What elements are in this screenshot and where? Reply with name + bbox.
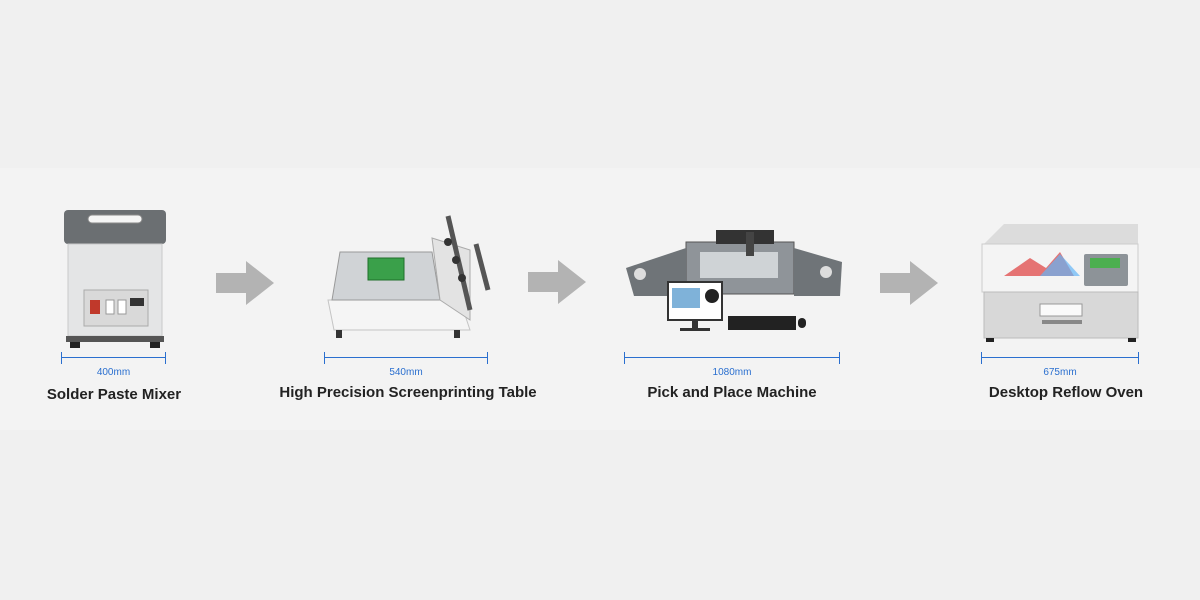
- pnp-dimension-label: 1080mm: [712, 367, 752, 378]
- mixer-name: Solder Paste Mixer: [46, 386, 182, 403]
- arrow-right-icon: [880, 261, 938, 305]
- table-name: High Precision Screenprinting Table: [279, 384, 537, 401]
- table-dimension-label: 540mm: [389, 367, 423, 378]
- arrow-right-icon: [528, 260, 586, 304]
- pnp-name: Pick and Place Machine: [647, 384, 817, 401]
- pnp-dimension-line: 1080mm: [624, 352, 840, 378]
- mixer-dimension-label: 400mm: [96, 367, 131, 378]
- oven-dimension-line: 675mm: [981, 352, 1139, 378]
- table-dimension-line: 540mm: [324, 352, 488, 378]
- arrow-right-icon: [216, 261, 274, 305]
- oven-name: Desktop Reflow Oven: [988, 384, 1144, 401]
- oven-dimension-label: 675mm: [1043, 367, 1077, 378]
- mixer-dimension-line: 400mm: [61, 352, 166, 378]
